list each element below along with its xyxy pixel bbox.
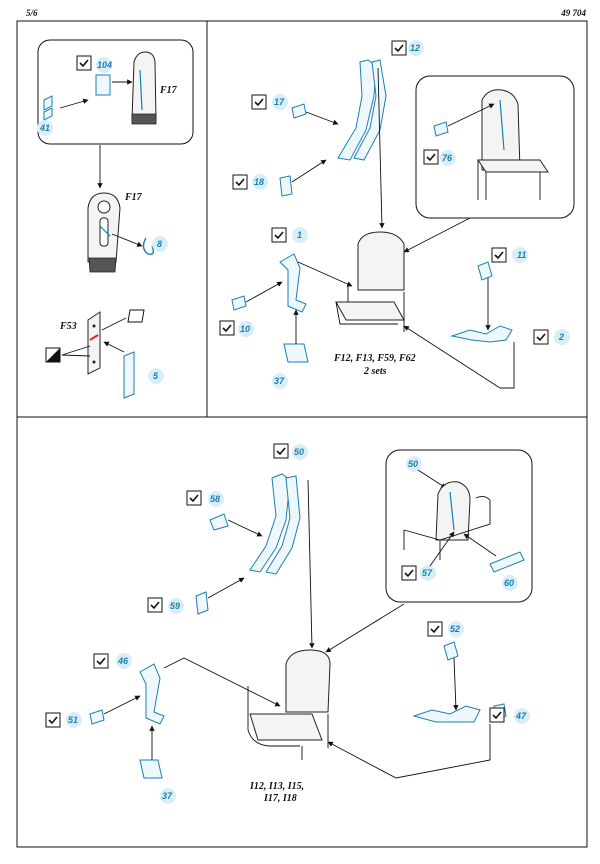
part-label-18: 18 <box>254 177 264 187</box>
part-label-41: 41 <box>39 123 50 133</box>
etch-part-11 <box>477 261 493 281</box>
part-f53 <box>87 311 101 375</box>
check-box-icon <box>219 320 235 336</box>
wire-part-8 <box>142 237 155 256</box>
check-box-icon <box>271 227 287 243</box>
caption-sets: 2 sets <box>363 366 387 377</box>
etch-part-60 <box>489 551 525 573</box>
part-label-50: 50 <box>294 447 304 457</box>
etch-part-104 <box>95 74 111 96</box>
part-label-46: 46 <box>117 656 129 666</box>
part-label-104: 104 <box>97 60 112 70</box>
pilot-seat-i <box>285 649 331 713</box>
label-f53: F53 <box>59 321 77 332</box>
product-code: 49 704 <box>561 8 586 18</box>
part-label-1: 1 <box>297 230 302 240</box>
detail-inset-c <box>385 449 533 603</box>
part-label-10: 10 <box>240 324 250 334</box>
lap-belt-2 <box>450 325 513 343</box>
check-box-icon <box>273 443 289 459</box>
part-label-8: 8 <box>157 239 162 249</box>
check-box-icon <box>45 712 61 728</box>
harness-belt-1 <box>279 253 307 313</box>
etch-part-41 <box>43 95 53 121</box>
part-label-47: 47 <box>515 711 527 721</box>
etch-part-18 <box>279 175 293 197</box>
part-label-5: 5 <box>153 371 159 381</box>
part-label-57: 57 <box>422 568 433 578</box>
check-box-icon <box>423 149 439 165</box>
label-f17-top: F17 <box>159 85 178 96</box>
part-label-50b: 50 <box>408 459 418 469</box>
check-box-icon <box>491 247 507 263</box>
check-box-icon <box>427 621 443 637</box>
part-label-58: 58 <box>210 494 220 504</box>
part-label-17: 17 <box>274 97 285 107</box>
part-label-76: 76 <box>442 153 453 163</box>
check-box-icon <box>186 490 202 506</box>
part-label-37c: 37 <box>162 791 173 801</box>
part-label-2: 2 <box>558 332 564 342</box>
part-label-51: 51 <box>68 715 78 725</box>
etch-part-59 <box>195 591 209 615</box>
part-label-11: 11 <box>517 250 526 260</box>
check-box-icon <box>401 565 417 581</box>
etch-part-17 <box>291 103 307 119</box>
etch-part-37 <box>283 343 309 363</box>
seat-back-detail-c <box>435 481 471 541</box>
harness-belt-46 <box>139 663 165 725</box>
harness-belt-50b <box>265 475 301 575</box>
lap-belt-47 <box>412 705 481 723</box>
caption-f-seats: F12, F13, F59, F62 <box>333 353 416 364</box>
etch-part-51 <box>89 709 105 725</box>
part-label-52: 52 <box>450 624 460 634</box>
check-box-icon <box>489 707 505 723</box>
etch-part-58 <box>209 513 229 531</box>
detail-inset-a <box>37 39 194 145</box>
part-label-12: 12 <box>410 43 420 53</box>
part-label-37: 37 <box>274 376 285 386</box>
check-box-icon <box>391 40 407 56</box>
check-box-icon <box>251 94 267 110</box>
etch-part-76 <box>433 121 449 137</box>
check-box-icon <box>76 55 92 71</box>
check-box-icon <box>93 653 109 669</box>
check-box-icon <box>533 329 549 345</box>
part-label-59: 59 <box>170 601 180 611</box>
etch-part-5 <box>123 351 135 399</box>
caption-i-seats-1: I12, I13, I15, <box>249 781 304 792</box>
seat-back-f17 <box>131 51 157 121</box>
lower-panel-border <box>16 416 588 848</box>
etch-part-52 <box>443 641 459 661</box>
check-box-icon <box>147 597 163 613</box>
paint-icon <box>46 348 60 362</box>
pilot-seat-f <box>357 231 405 291</box>
etch-part-37c <box>139 759 163 779</box>
etch-part-10 <box>231 295 247 311</box>
label-f17-mid: F17 <box>124 192 143 203</box>
page-number: 5/6 <box>26 8 38 18</box>
check-box-icon <box>232 174 248 190</box>
harness-belt-50 <box>249 473 291 573</box>
caption-i-seats-2: I17, I18 <box>263 793 297 804</box>
bend-icon <box>127 309 145 323</box>
part-label-60: 60 <box>504 578 514 588</box>
seat-back-detail <box>481 89 521 171</box>
detail-inset-b <box>415 75 575 219</box>
